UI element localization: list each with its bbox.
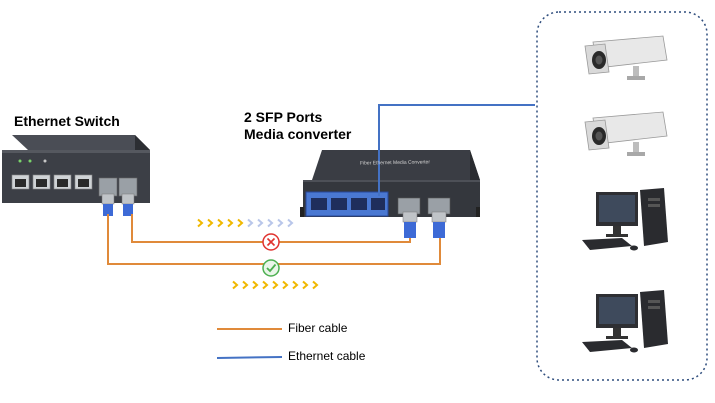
desktop-computer-icon [582, 290, 668, 353]
chevron-arrow-icon [282, 280, 289, 290]
chevron-arrow-icon [267, 218, 274, 228]
converter-ethernet-ports [305, 191, 389, 217]
ethernet-switch [2, 135, 150, 203]
ethernet-cable [378, 104, 535, 196]
converter-title-line2: Media converter [244, 126, 352, 142]
switch-ethernet-ports [11, 174, 93, 190]
end-devices-group [536, 11, 708, 381]
converter-title-line1: 2 SFP Ports [244, 109, 323, 125]
chevron-arrow-icon [257, 218, 264, 228]
chevron-arrow-icon [272, 280, 279, 290]
chevron-arrow-icon [287, 218, 294, 228]
media-converter [300, 150, 480, 217]
fail-status-icon [262, 233, 280, 251]
switch-sfp-ports [98, 177, 138, 197]
chevron-arrow-icon [232, 280, 239, 290]
chevron-arrow-icon [312, 280, 319, 290]
chevron-arrow-icon [217, 218, 224, 228]
chevron-arrow-icon [197, 218, 204, 228]
chevron-arrow-icon [292, 280, 299, 290]
converter-model-label: Fiber Ethernet Media Converter [360, 159, 430, 166]
chevron-arrow-icon [252, 280, 259, 290]
chevron-arrow-icon [262, 280, 269, 290]
ip-camera-icon [584, 35, 668, 80]
signal-arrows-failed-path [197, 218, 294, 228]
ok-status-icon [262, 259, 280, 277]
switch-sfp-modules [101, 193, 135, 216]
switch-title: Ethernet Switch [14, 113, 120, 129]
legend-ethernet-label: Ethernet cable [288, 349, 366, 363]
converter-sfp-modules [402, 211, 447, 238]
chevron-arrow-icon [207, 218, 214, 228]
converter-title: 2 SFP Ports Media converter [244, 109, 351, 143]
chevron-arrow-icon [237, 218, 244, 228]
chevron-arrow-icon [277, 218, 284, 228]
chevron-arrow-icon [227, 218, 234, 228]
signal-arrows-working-path [232, 280, 319, 290]
desktop-computer-icon [582, 188, 668, 251]
chevron-arrow-icon [247, 218, 254, 228]
chevron-arrow-icon [242, 280, 249, 290]
legend-fiber-label: Fiber cable [288, 321, 348, 335]
ip-camera-icon [584, 111, 668, 156]
legend-ethernet-line [216, 356, 283, 359]
chevron-arrow-icon [302, 280, 309, 290]
